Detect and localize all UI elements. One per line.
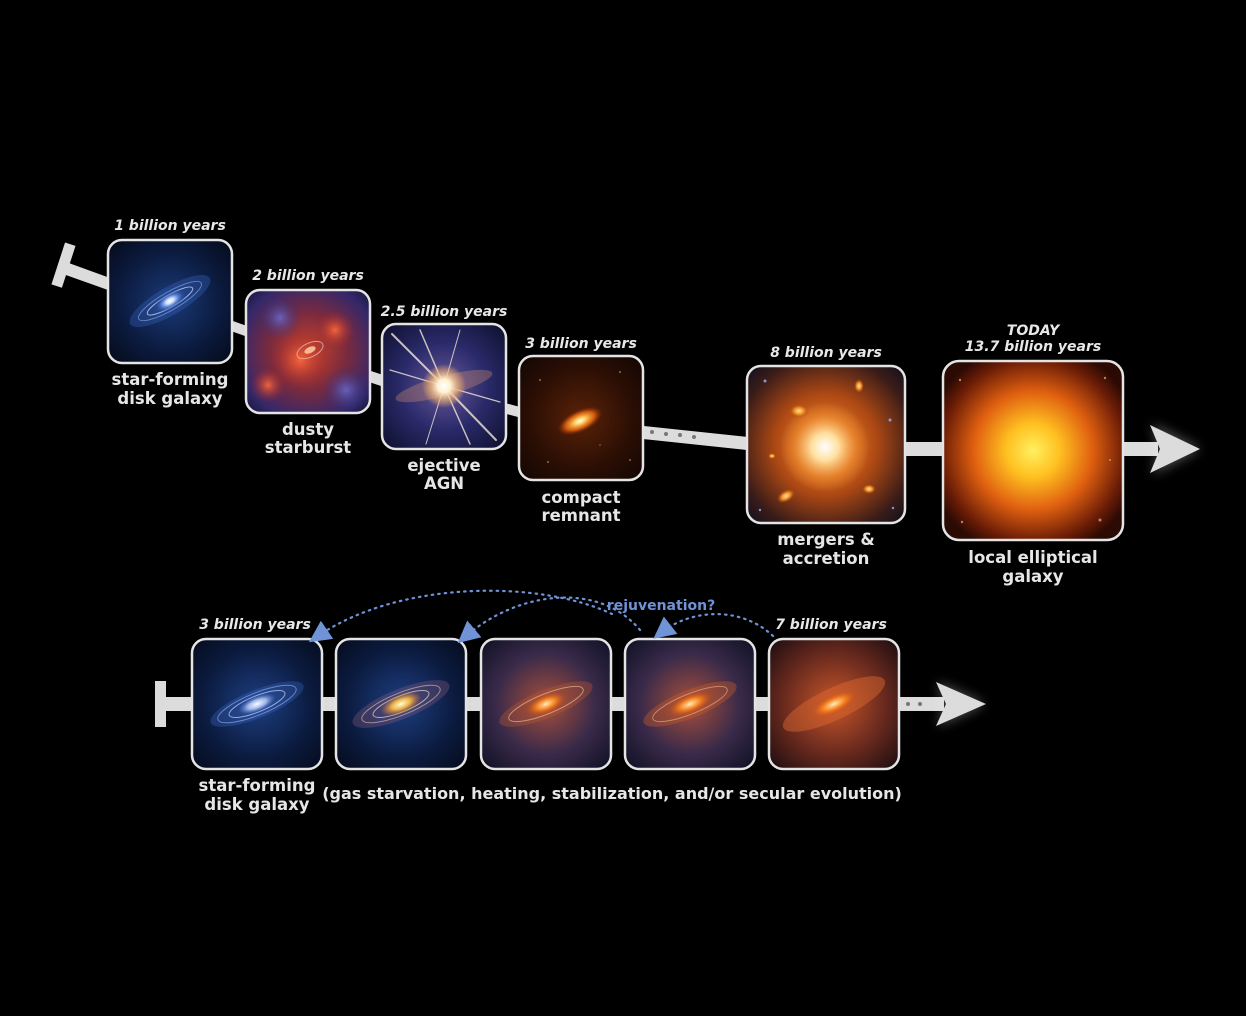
stage-caption: accretion [783,549,870,568]
timeline-segment [163,697,193,711]
rejuvenation-label: rejuvenation? [607,598,715,614]
bottom-start-caption: disk galaxy [204,795,309,814]
stage-caption: dusty [282,420,334,439]
stage-caption: mergers & [777,530,875,549]
bottom-end-time-label: 7 billion years [775,617,887,633]
image-frame [244,288,372,415]
bottom-timeline [155,681,986,727]
rejuvenation-arrow [653,613,775,639]
stage-caption: galaxy [1002,567,1063,586]
bottom-panel-red-disk [767,637,901,771]
bottom-start-caption: star-forming [199,776,316,795]
stage-caption: remnant [541,506,620,525]
image-frame [517,354,645,482]
stage-mergers-accretion [745,364,907,525]
stage-star-forming-disk-galaxy [106,238,234,365]
stage-compact-remnant [517,354,645,482]
bottom-panel-orange-core-disk [479,637,613,771]
stage-caption: starburst [265,438,351,457]
image-frame [106,238,234,365]
bottom-panel-yellow-core-disk [334,637,468,771]
image-frame [941,359,1125,542]
image-frame [190,637,324,771]
stage-time-label: 1 billion years [114,218,226,234]
timeline-end-arrow [1150,425,1200,473]
rejuvenation-arrow [308,589,614,643]
timeline-segment [754,697,769,711]
bottom-panel-blue-disk [190,637,324,771]
stage-caption: star-forming [112,370,229,389]
image-frame [745,364,907,525]
stage-dusty-starburst [244,288,372,415]
rejuvenation-arrows [308,589,775,644]
stage-time-label: 3 billion years [525,336,637,352]
process-note: (gas starvation, heating, stabilization,… [322,784,902,803]
timeline-segment [322,697,337,711]
rejuvenation-arrow [457,596,642,644]
timeline-segment [1122,442,1158,456]
stage-caption: local elliptical [968,548,1097,567]
bottom-panel-orange-disk [623,637,757,771]
image-frame [767,637,901,771]
stage-caption: AGN [424,474,464,493]
stage-time-label: 2 billion years [252,268,364,284]
image-frame [623,637,757,771]
timeline-segment [905,442,945,456]
timeline-start-cap [155,681,166,727]
timeline-end-arrow [936,682,986,726]
image-frame [334,637,468,771]
stage-time-label: 2.5 billion years [381,304,508,320]
timeline-segment [466,697,481,711]
stage-caption: ejective [407,456,480,475]
timeline-start-cap [51,242,76,288]
bottom-start-time-label: 3 billion years [199,617,311,633]
stage-time-label: 13.7 billion years [965,339,1101,355]
stage-time-label: 8 billion years [770,345,882,361]
timeline-segment [63,262,110,290]
stage-caption: compact [542,488,621,507]
timeline-segment [610,697,625,711]
stage-time-label-today: TODAY [1007,323,1061,339]
stage-ejective-agn [380,322,508,451]
stage-local-elliptical-galaxy [941,359,1125,542]
image-frame [479,637,613,771]
stage-caption: disk galaxy [117,389,222,408]
image-frame [380,322,508,451]
